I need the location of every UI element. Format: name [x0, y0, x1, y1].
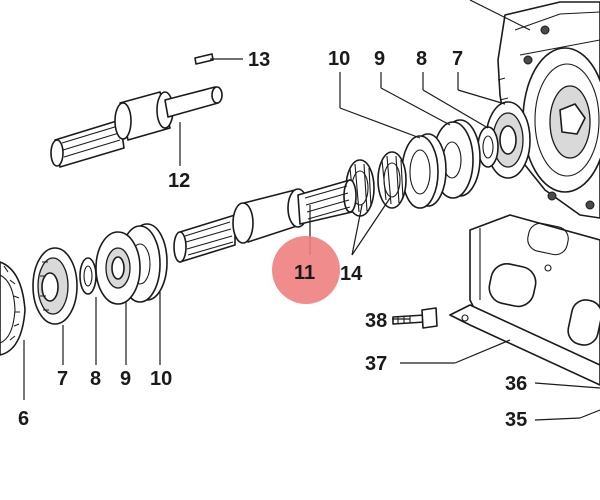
callout-8-bottom[interactable]: 8 — [90, 368, 101, 390]
mounting-bracket-37 — [449, 214, 600, 386]
shaft-12 — [50, 86, 223, 168]
callout-9-top[interactable]: 9 — [374, 48, 385, 70]
callout-38[interactable]: 38 — [365, 310, 387, 332]
needle-bearing-14-a — [377, 151, 407, 209]
callout-10-top[interactable]: 10 — [328, 48, 350, 70]
callout-37[interactable]: 37 — [365, 353, 387, 375]
ring-10-top — [401, 133, 447, 209]
shaft-11 — [173, 179, 357, 263]
callout-14[interactable]: 14 — [340, 263, 363, 285]
key-13 — [194, 53, 214, 65]
callout-13[interactable]: 13 — [248, 49, 270, 71]
callout-6[interactable]: 6 — [18, 408, 29, 430]
spacer-8-top — [477, 126, 499, 168]
callout-36[interactable]: 36 — [505, 373, 527, 395]
callout-7-top[interactable]: 7 — [452, 48, 463, 70]
bolt-38 — [392, 307, 438, 329]
seal-9-bottom — [95, 231, 141, 305]
callout-labels: 13 12 10 9 8 7 11 14 38 37 36 35 7 8 9 1… — [18, 48, 527, 431]
callout-7-bottom[interactable]: 7 — [57, 368, 68, 390]
gear-6 — [0, 261, 26, 356]
housing-leader — [469, 0, 531, 31]
callout-9-bottom[interactable]: 9 — [120, 368, 131, 390]
gearbox-housing — [497, 1, 600, 219]
callout-8-top[interactable]: 8 — [416, 48, 427, 70]
callout-11[interactable]: 11 — [294, 262, 315, 284]
spacer-8-bottom — [79, 257, 97, 295]
callout-12[interactable]: 12 — [168, 170, 190, 192]
callout-35[interactable]: 35 — [505, 409, 527, 431]
highlight-marker — [272, 236, 340, 304]
bearing-7-bottom — [32, 247, 78, 325]
leader-lines — [23, 58, 600, 421]
callout-10-bottom[interactable]: 10 — [150, 368, 172, 390]
